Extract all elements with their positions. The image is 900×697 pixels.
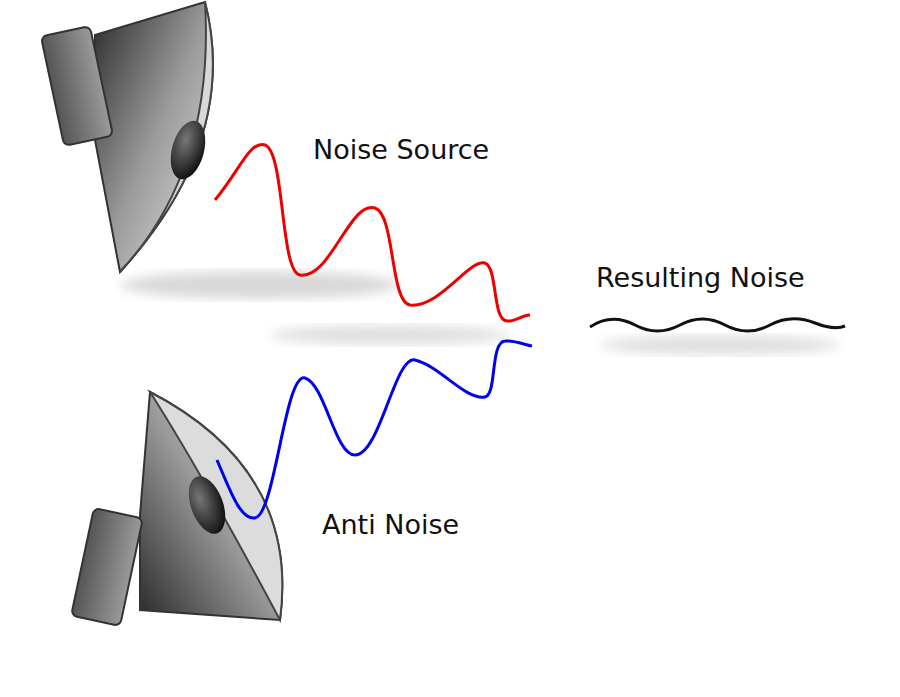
wave-label: Noise Source	[313, 136, 489, 163]
wave-label: Anti Noise	[322, 511, 459, 538]
shadow	[270, 325, 510, 345]
shadow	[600, 335, 840, 355]
noise-wave	[215, 144, 530, 321]
resulting-wave	[590, 319, 845, 331]
shadow	[120, 271, 400, 299]
speaker	[71, 392, 282, 626]
anti-noise-wave	[217, 341, 532, 518]
wave-label: Resulting Noise	[596, 264, 805, 291]
speaker	[41, 2, 213, 272]
